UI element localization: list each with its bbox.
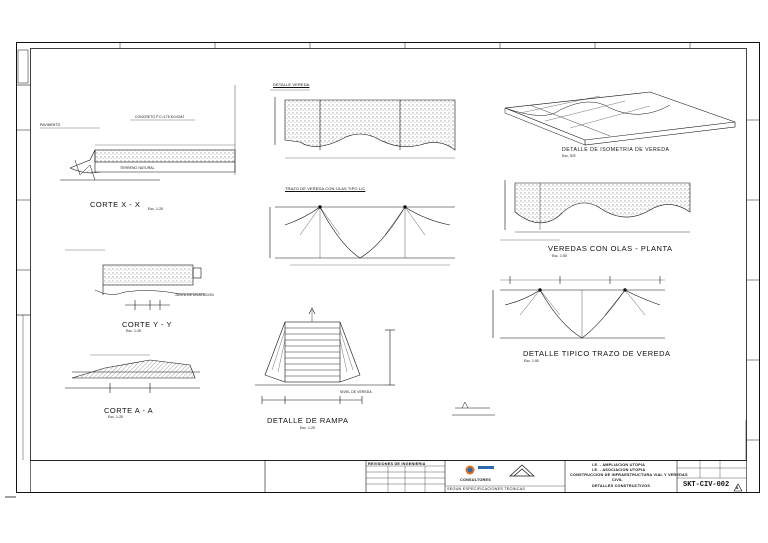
company-name: CONSULTORES [460, 478, 491, 482]
olas-planta-scale: Esc. 1:50 [552, 254, 568, 258]
note-tierra: TERRENO NATURAL [120, 166, 155, 170]
client-line1: I.E. - AMPLIACION UTOPIA [592, 463, 646, 467]
footer-note: SEGUN ESPECIFICACIONES TECNICAS [447, 487, 526, 491]
title-block [30, 460, 747, 493]
corte-y-scale: Esc. 1:25 [126, 329, 142, 333]
border-ticks [16, 43, 759, 441]
corte-y-title: CORTE Y - Y [122, 320, 172, 329]
vereda-top-drawing [270, 89, 456, 159]
note-pavement: PAVIMENTO [40, 123, 61, 127]
rampa-drawing [255, 307, 395, 404]
olas-planta-title: VEREDAS CON OLAS - PLANTA [548, 244, 673, 253]
corte-x-scale: Esc. 1:25 [148, 207, 164, 211]
client-line2: I.E. - ASOCIACION UTOPIA [592, 468, 646, 472]
subject: DETALLES CONSTRUCTIVOS [592, 484, 651, 488]
rampa-scale: Esc. 1:25 [300, 426, 316, 430]
corte-x-title: CORTE X - X [90, 200, 141, 209]
project-name: CONSTRUCCION DE INFRAESTRUCTURA VIAL Y V… [570, 473, 688, 477]
client-logo [509, 464, 535, 477]
rampa-title: DETALLE DE RAMPA [267, 416, 349, 425]
trazo-olas-drawing [269, 205, 455, 266]
corte-x-drawing [40, 85, 236, 181]
discipline: CIVIL [612, 478, 623, 482]
isometria-scale: Esc. S/E [562, 154, 576, 158]
vereda-top-title: DETALLE VEREDA [273, 82, 310, 87]
corte-a-drawing [65, 354, 200, 393]
note-concreto: CONCRETO F'C=175 KG/CM2 [135, 115, 185, 119]
corte-y-drawing [65, 249, 205, 310]
corte-a-scale: Esc. 1:25 [108, 415, 124, 419]
note-junta: JUNTA DE DILATACION [175, 293, 214, 297]
olas-planta-drawing [500, 180, 691, 241]
isometria-drawing [504, 91, 736, 146]
trazo-tipico-drawing [492, 276, 665, 339]
isometria-title: DETALLE DE ISOMETRIA DE VEREDA [562, 147, 670, 153]
company-logo [465, 465, 494, 475]
note-nivel: NIVEL DE VEREDA [340, 390, 372, 394]
junta-drawing [452, 401, 495, 416]
trazo-scale: Esc. 1:50 [524, 359, 540, 363]
revision-triangle [733, 483, 743, 492]
sheet-code: SKT-CIV-002 [683, 481, 730, 489]
corte-a-title: CORTE A - A [104, 406, 154, 415]
margin-stamp-top [17, 49, 29, 84]
trazo-title: DETALLE TIPICO TRAZO DE VEREDA [523, 349, 671, 358]
trazo-olas-title: TRAZO DE VEREDA CON OLAS TIPO L/C [285, 186, 366, 191]
revision-letter: A [736, 486, 739, 490]
revisions-header: REVISIONES DE INGENIERIA [368, 462, 426, 466]
